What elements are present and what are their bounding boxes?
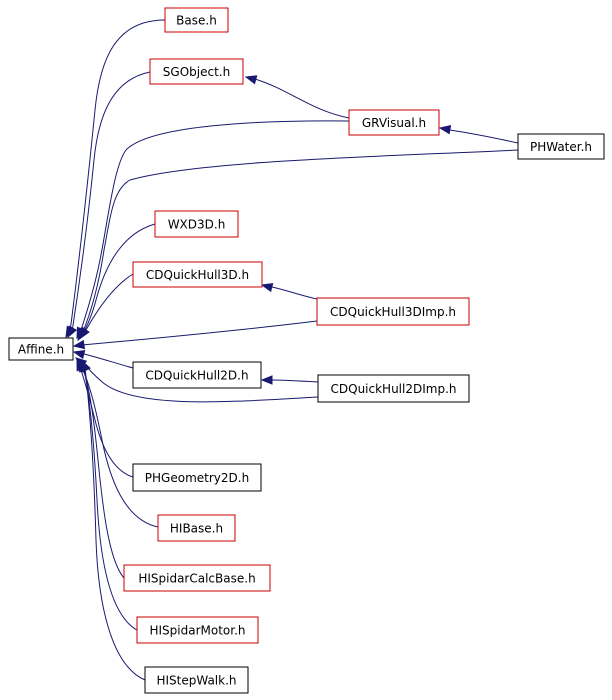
node-label-hispidarcalcbase: HISpidarCalcBase.h — [138, 572, 255, 586]
node-label-histepwalk: HIStepWalk.h — [156, 674, 236, 688]
node-box-cdquickhull2d — [132, 361, 262, 389]
node-box-grvisual — [348, 109, 440, 136]
edge-affine-hibase — [81, 367, 159, 528]
node-box-histepwalk — [144, 666, 249, 694]
node-box-hispidarmotor — [136, 616, 259, 644]
edge-sgobject-grvisual — [254, 78, 350, 119]
node-label-phgeometry2d: PHGeometry2D.h — [145, 471, 249, 485]
edge-grvisual-phwater — [449, 129, 519, 144]
edge-affine-histepwalk-arrowhead — [81, 359, 91, 373]
edge-affine-cdquickhull3d-arrowhead — [79, 326, 90, 340]
node-box-cdquickhull3d — [132, 261, 263, 288]
edge-affine-hispidarcalcbase — [82, 367, 125, 579]
edge-affine-grvisual — [79, 120, 350, 334]
edge-affine-base — [69, 19, 166, 333]
nodes: Affine.h Base.hSGObject.hGRVisual.hPHWate… — [8, 7, 605, 694]
edge-affine-sgobject-arrowhead — [67, 325, 78, 339]
edge-cdquickhull3d-cdquickhull3dimp-arrowhead — [260, 282, 274, 293]
node-label-cdquickhull2d: CDQuickHull2D.h — [145, 369, 248, 383]
node-hispidarcalcbase[interactable]: HISpidarCalcBase.h — [123, 564, 271, 592]
node-base[interactable]: Base.h — [164, 7, 229, 33]
node-box-cdquickhull2dimp — [317, 374, 470, 403]
node-histepwalk[interactable]: HIStepWalk.h — [144, 666, 249, 694]
node-label-phwater: PHWater.h — [530, 140, 592, 154]
edge-affine-hispidarmotor — [83, 367, 138, 631]
edge-affine-cdquickhull2dimp — [81, 361, 319, 403]
node-label-cdquickhull3d: CDQuickHull3D.h — [146, 268, 249, 282]
node-label-grvisual: GRVisual.h — [362, 116, 426, 130]
node-label-sgobject: SGObject.h — [163, 65, 230, 79]
node-cdquickhull3d[interactable]: CDQuickHull3D.h — [132, 261, 263, 288]
node-label-cdquickhull2dimp: CDQuickHull2DImp.h — [331, 382, 457, 396]
node-label-base: Base.h — [176, 14, 217, 28]
node-grvisual[interactable]: GRVisual.h — [348, 109, 440, 136]
edge-affine-phgeometry2d — [79, 366, 134, 478]
node-wxd3d[interactable]: WXD3D.h — [154, 210, 239, 238]
node-box-hibase — [157, 514, 236, 542]
node-box-sgobject — [149, 58, 244, 85]
edge-affine-histepwalk — [84, 367, 146, 681]
node-label-cdquickhull3dimp: CDQuickHull3DImp.h — [330, 305, 456, 319]
node-box-phgeometry2d — [132, 463, 262, 492]
node-box-wxd3d — [154, 210, 239, 238]
edge-affine-cdquickhull3dimp-arrowhead — [72, 339, 86, 350]
edge-affine-phwater — [81, 149, 519, 335]
node-affine[interactable]: Affine.h — [8, 337, 74, 361]
node-hispidarmotor[interactable]: HISpidarMotor.h — [136, 616, 259, 644]
edges — [65, 19, 519, 681]
node-box-affine — [8, 337, 74, 361]
edge-cdquickhull2d-cdquickhull2dimp — [271, 379, 319, 383]
node-box-phwater — [517, 133, 605, 160]
node-phwater[interactable]: PHWater.h — [517, 133, 605, 160]
node-box-cdquickhull3dimp — [316, 297, 470, 326]
node-label-hibase: HIBase.h — [170, 522, 223, 536]
node-box-base — [164, 7, 229, 33]
edge-cdquickhull3d-cdquickhull3dimp — [271, 286, 318, 300]
node-sgobject[interactable]: SGObject.h — [149, 58, 244, 85]
node-label-hispidarmotor: HISpidarMotor.h — [149, 624, 245, 638]
edge-affine-cdquickhull2d — [83, 353, 134, 369]
edge-grvisual-phwater-arrowhead — [438, 125, 452, 135]
edge-affine-cdquickhull3d — [85, 273, 134, 331]
edge-affine-cdquickhull2d-arrowhead — [72, 349, 86, 360]
node-hibase[interactable]: HIBase.h — [157, 514, 236, 542]
node-cdquickhull2dimp[interactable]: CDQuickHull2DImp.h — [317, 374, 470, 403]
edge-affine-sgobject — [71, 71, 151, 333]
node-label-wxd3d: WXD3D.h — [168, 218, 226, 232]
node-cdquickhull2d[interactable]: CDQuickHull2D.h — [132, 361, 262, 389]
node-cdquickhull3dimp[interactable]: CDQuickHull3DImp.h — [316, 297, 470, 326]
node-box-hispidarcalcbase — [123, 564, 271, 592]
node-phgeometry2d[interactable]: PHGeometry2D.h — [132, 463, 262, 492]
edge-sgobject-grvisual-arrowhead — [244, 75, 258, 85]
edge-affine-wxd3d — [81, 223, 156, 336]
edge-cdquickhull2d-cdquickhull2dimp-arrowhead — [260, 375, 273, 385]
edge-affine-cdquickhull3dimp — [81, 320, 318, 346]
node-label-affine: Affine.h — [18, 343, 64, 357]
